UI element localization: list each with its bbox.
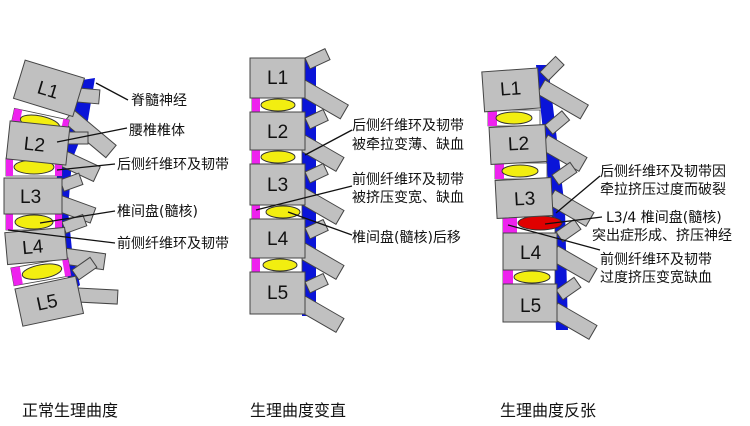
vertebra-l5: L5 xyxy=(502,283,558,323)
label-posterior-annulus: 后侧纤维环及韧带 xyxy=(352,118,464,134)
label-anterior-annulus: 前侧纤维环及韧带 xyxy=(352,171,464,188)
vertebra-l1: L1 xyxy=(481,67,541,113)
label-posterior-annulus-rupture: 后侧纤维环及韧带因 xyxy=(600,164,726,180)
spinous-processes xyxy=(536,55,598,341)
vertebra-l1: L1 xyxy=(12,59,86,118)
intervertebral-discs xyxy=(251,97,303,273)
label-disc-nucleus: 椎间盘(髓核) xyxy=(117,203,198,220)
label-posterior-annulus: 后侧纤维环及韧带 xyxy=(117,157,229,173)
label-anterior-annulus-detail: 过度挤压变宽缺血 xyxy=(600,269,712,286)
label-posterior-annulus-rupture-detail: 牵拉挤压过度而破裂 xyxy=(600,182,726,198)
svg-text:L3: L3 xyxy=(20,187,41,208)
label-anterior-annulus: 前侧纤维环及韧带 xyxy=(117,235,229,252)
spinous-processes xyxy=(53,87,119,305)
label-posterior-annulus-detail: 被牵拉变薄、缺血 xyxy=(352,137,464,153)
svg-text:L4: L4 xyxy=(267,229,289,250)
vertebra-l2: L2 xyxy=(249,111,306,151)
vertebra-l1: L1 xyxy=(249,57,306,99)
svg-text:L3: L3 xyxy=(514,188,536,210)
svg-text:L2: L2 xyxy=(23,134,46,157)
vertebra-l3: L3 xyxy=(3,177,63,215)
label-anterior-annulus-detail: 被挤压变宽、缺血 xyxy=(352,189,464,206)
vertebra-l2: L2 xyxy=(488,124,548,165)
intervertebral-discs xyxy=(487,109,563,285)
label-disc-herniation-detail: 突出症形成、挤压神经 xyxy=(592,228,732,244)
panel-normal: L1 L2 L3 L4 L5 脊髓神经 腰椎椎体 后侧纤维环及韧带 椎间盘(髓核… xyxy=(3,59,229,420)
vertebra-l4: L4 xyxy=(249,218,306,259)
label-spinal-nerve: 脊髓神经 xyxy=(131,93,187,109)
svg-text:L2: L2 xyxy=(507,133,529,155)
leader-lines xyxy=(507,175,603,251)
vertebra-l3: L3 xyxy=(494,177,554,219)
caption-reversed: 生理曲度反张 xyxy=(500,401,596,420)
svg-text:L5: L5 xyxy=(520,296,541,317)
label-disc-shift: 椎间盘(髓核)后移 xyxy=(352,229,461,246)
caption-normal: 正常生理曲度 xyxy=(22,401,118,420)
label-disc-herniation: L3/4 椎间盘(髓核) xyxy=(606,209,722,226)
spinous-processes xyxy=(296,48,349,334)
label-vertebral-body: 腰椎椎体 xyxy=(129,123,185,139)
leader-lines xyxy=(255,129,353,236)
vertebra-l4: L4 xyxy=(502,232,558,271)
svg-text:L5: L5 xyxy=(267,283,288,304)
svg-text:L1: L1 xyxy=(499,78,522,100)
vertebra-l5: L5 xyxy=(249,271,306,315)
vertebra-l3: L3 xyxy=(249,163,306,206)
vertebra-l4: L4 xyxy=(4,226,68,266)
panel-straightened: L1 L2 L3 L4 L5 后侧纤维环及韧带 被牵拉变薄、缺血 前侧纤维环及韧… xyxy=(249,48,464,420)
panel-reversed: L1 L2 L3 L4 L5 后侧纤维环及韧带因 牵拉挤压过度而破裂 L3/4 … xyxy=(481,55,732,420)
vertebra-l5: L5 xyxy=(14,275,85,327)
leader-lines xyxy=(7,82,129,244)
svg-text:L5: L5 xyxy=(35,291,60,316)
vertebra-l2: L2 xyxy=(5,120,71,166)
svg-text:L4: L4 xyxy=(21,236,44,259)
svg-text:L1: L1 xyxy=(267,68,288,89)
label-anterior-annulus: 前侧纤维环及韧带 xyxy=(600,251,712,268)
herniated-disc-l3-l4 xyxy=(502,215,563,234)
svg-text:L4: L4 xyxy=(520,243,542,264)
svg-text:L2: L2 xyxy=(267,122,288,143)
caption-straightened: 生理曲度变直 xyxy=(250,401,346,420)
svg-text:L3: L3 xyxy=(267,175,288,196)
